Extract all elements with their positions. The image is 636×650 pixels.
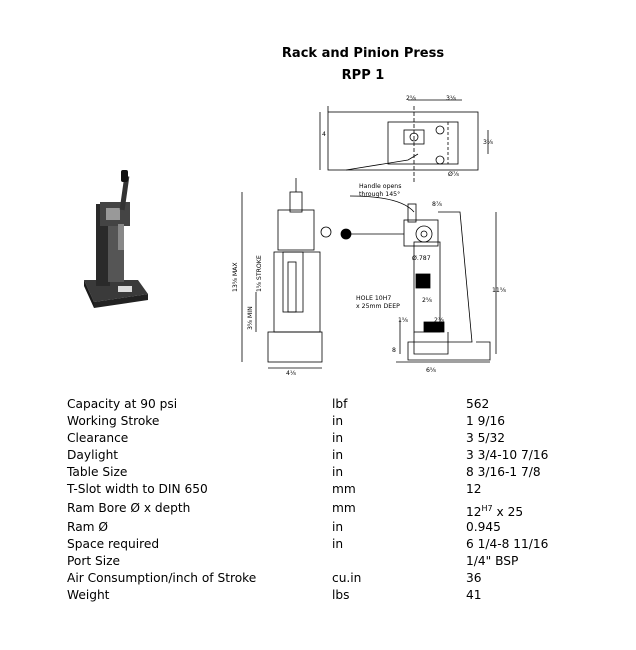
- spec-value: 36: [466, 571, 482, 585]
- spec-label: Daylight: [67, 448, 119, 462]
- spec-label: Clearance: [67, 431, 129, 445]
- spec-row: Daylight in 3 3/4-10 7/16: [0, 447, 636, 464]
- spec-row: T-Slot width to DIN 650 mm 12: [0, 481, 636, 498]
- spec-label: Working Stroke: [67, 414, 160, 428]
- spec-unit: in: [332, 537, 344, 551]
- spec-value: 12: [466, 482, 482, 496]
- spec-unit: in: [332, 448, 344, 462]
- spec-label: Capacity at 90 psi: [67, 397, 178, 411]
- dim-base-height: 8: [392, 347, 396, 354]
- spec-unit: in: [332, 431, 344, 445]
- spec-unit: mm: [332, 501, 356, 515]
- stroke-label: 1⅝ STROKE: [256, 255, 263, 292]
- spec-value-main: 12: [466, 505, 482, 519]
- spec-label: Space required: [67, 537, 160, 551]
- spec-value: 0.945: [466, 520, 501, 534]
- spec-label: T-Slot width to DIN 650: [67, 482, 208, 496]
- dim-height: 11⅝: [492, 287, 506, 294]
- spec-value: 6 1/4-8 11/16: [466, 537, 549, 551]
- dim-right-small: 3⅛: [483, 139, 493, 146]
- spec-unit: lbs: [332, 588, 350, 602]
- dim-slot: 2⅝: [422, 297, 432, 304]
- spec-unit: lbf: [332, 397, 348, 411]
- spec-value: 1 9/16: [466, 414, 505, 428]
- spec-label: Air Consumption/inch of Stroke: [67, 571, 257, 585]
- spec-row: Ram Ø in 0.945: [0, 519, 636, 536]
- spec-label: Table Size: [67, 465, 128, 479]
- model-title: RPP 1: [341, 68, 385, 83]
- dim-base-left: 4⅛: [286, 370, 296, 377]
- front-view: [241, 178, 332, 369]
- spec-row: Ram Bore Ø x depth mm 12H7 x 25: [0, 500, 636, 519]
- side-view: [340, 195, 497, 363]
- dim-lower-left: 1⅝: [398, 317, 408, 324]
- spec-value: 1/4" BSP: [466, 554, 519, 568]
- dim-ram: Ø.787: [412, 254, 431, 262]
- spec-unit: cu.in: [332, 571, 362, 585]
- hole-note-line1: HOLE 10H7: [356, 295, 391, 302]
- dim-side: 4: [322, 131, 326, 138]
- clearance-label: 3⅝ MIN: [247, 306, 254, 330]
- spec-row: Weight lbs 41: [0, 587, 636, 604]
- spec-row: Port Size 1/4" BSP: [0, 553, 636, 570]
- spec-value: 3 5/32: [466, 431, 505, 445]
- hole-note-line2: x 25mm DEEP: [356, 303, 400, 310]
- handle-note-line2: through 145°: [359, 190, 400, 198]
- dim-top-left: 2⅝: [406, 95, 416, 102]
- spec-unit: mm: [332, 482, 356, 496]
- spec-unit: in: [332, 465, 344, 479]
- spec-row: Clearance in 3 5/32: [0, 430, 636, 447]
- spec-value: 562: [466, 397, 490, 411]
- press-photo: [84, 170, 148, 308]
- spec-row: Table Size in 8 3/16-1 7/8: [0, 464, 636, 481]
- spec-value: 41: [466, 588, 482, 602]
- spec-value: 8 3/16-1 7/8: [466, 465, 541, 479]
- spec-unit: in: [332, 520, 344, 534]
- spec-unit: in: [332, 414, 344, 428]
- spec-row: Working Stroke in 1 9/16: [0, 413, 636, 430]
- spec-value: 3 3/4-10 7/16: [466, 448, 549, 462]
- spec-row: Air Consumption/inch of Stroke cu.in 36: [0, 570, 636, 587]
- spec-label: Ram Bore Ø x depth: [67, 501, 191, 515]
- spec-value-sup: H7: [481, 504, 493, 513]
- spec-label: Port Size: [67, 554, 121, 568]
- spec-value-tail: x 25: [492, 505, 524, 519]
- spec-row: Space required in 6 1/4-8 11/16: [0, 536, 636, 553]
- top-view: [319, 99, 489, 182]
- spec-label: Ram Ø: [67, 520, 109, 534]
- handle-note-line1: Handle opens: [359, 183, 401, 190]
- page-title: Rack and Pinion Press: [281, 46, 445, 61]
- dim-handle: 8⅞: [432, 201, 442, 208]
- spec-row: Capacity at 90 psi lbf 562: [0, 396, 636, 413]
- dim-top-right: 3⅛: [446, 95, 456, 102]
- spec-label: Weight: [67, 588, 110, 602]
- daylight-label: 13⅝ MAX: [232, 262, 239, 292]
- dim-base-right: 6⅝: [426, 367, 436, 374]
- dim-small-circle: Ø⅞: [448, 170, 459, 178]
- spec-value: 12H7 x 25: [466, 500, 523, 521]
- technical-drawing: Handle opens through 145° HOLE 10H7 x 25…: [232, 95, 506, 377]
- dim-lower-right: 2⅞: [434, 317, 444, 324]
